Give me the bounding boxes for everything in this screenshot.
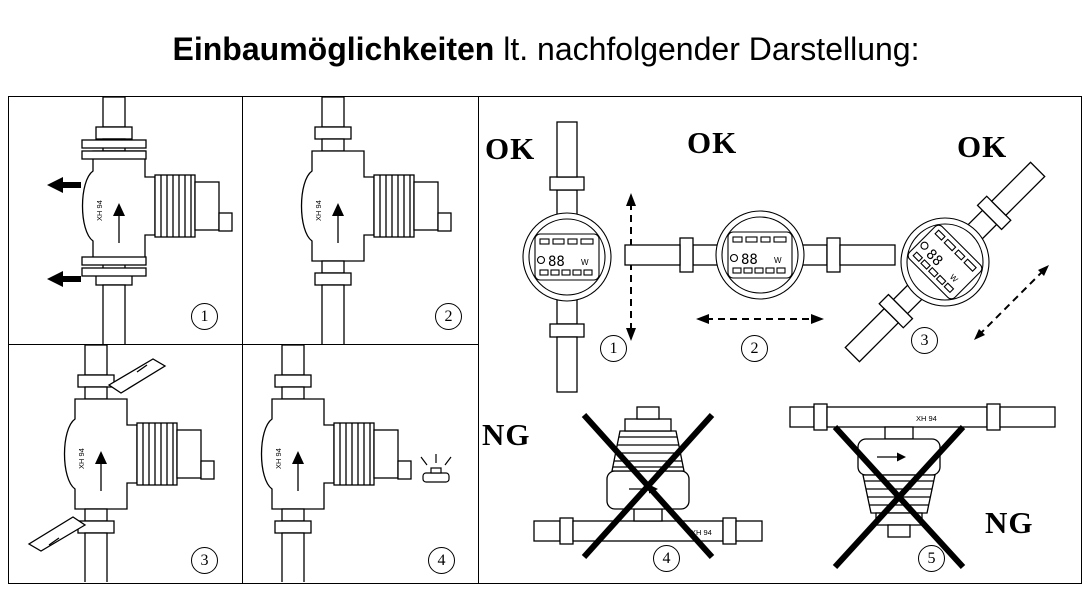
pump-side-view-valves [27,345,215,582]
orientation-1-vertical [522,121,636,393]
panel-number-badge: 4 [428,547,455,574]
orientation-number-badge: 1 [600,335,627,362]
ok-label: OK [957,129,1008,164]
ng-label: NG [985,505,1034,540]
installation-panel-1: 1 [9,97,243,345]
orientation-2-horizontal [624,210,896,324]
cross-out-mark [581,412,715,560]
panel-number-badge: 3 [191,547,218,574]
page-title-rest: lt. nachfolgender Darstellung: [494,31,920,68]
ok-label: OK [485,131,536,166]
orientation-panel: XH 94 [479,97,1081,583]
installation-panel-4: 4 [243,345,479,583]
ng-label: NG [482,417,531,452]
valve-lever-handles [27,358,167,552]
orientation-number-badge: 3 [911,327,938,354]
orientation-number-badge: 4 [653,545,680,572]
pump-side-view-indicator [260,345,452,582]
pump-model-text: XH 94 [691,528,712,537]
movement-arrow-diagonal [974,265,1049,340]
movement-arrow-vertical [626,193,636,341]
orientation-number-badge: 2 [741,335,768,362]
pump-model-text: XH 94 [916,414,937,423]
movement-arrow-horizontal [696,314,824,324]
page-title: Einbaumöglichkeiten lt. nachfolgender Da… [0,31,1092,68]
panel-number-badge: 1 [191,303,218,330]
flange-connections [81,139,147,277]
installation-panel-3: 3 [9,345,243,583]
orientation-diagram: XH 94 [522,121,1056,570]
panel-number-badge: 2 [435,303,462,330]
pump-side-view-flanged [47,97,233,344]
cross-out-mark [832,424,966,570]
flow-direction-arrows [47,177,81,287]
ok-label: OK [687,125,738,160]
orientation-number-badge: 5 [918,545,945,572]
page-title-bold: Einbaumöglichkeiten [172,31,495,68]
invalid-orientation-5: XH 94 [789,403,1056,570]
diagram-frame: 1 2 3 [8,96,1082,584]
installation-panel-2: 2 [243,97,479,345]
indicator-light-icon [420,454,452,483]
invalid-orientation-4: XH 94 [533,406,763,560]
